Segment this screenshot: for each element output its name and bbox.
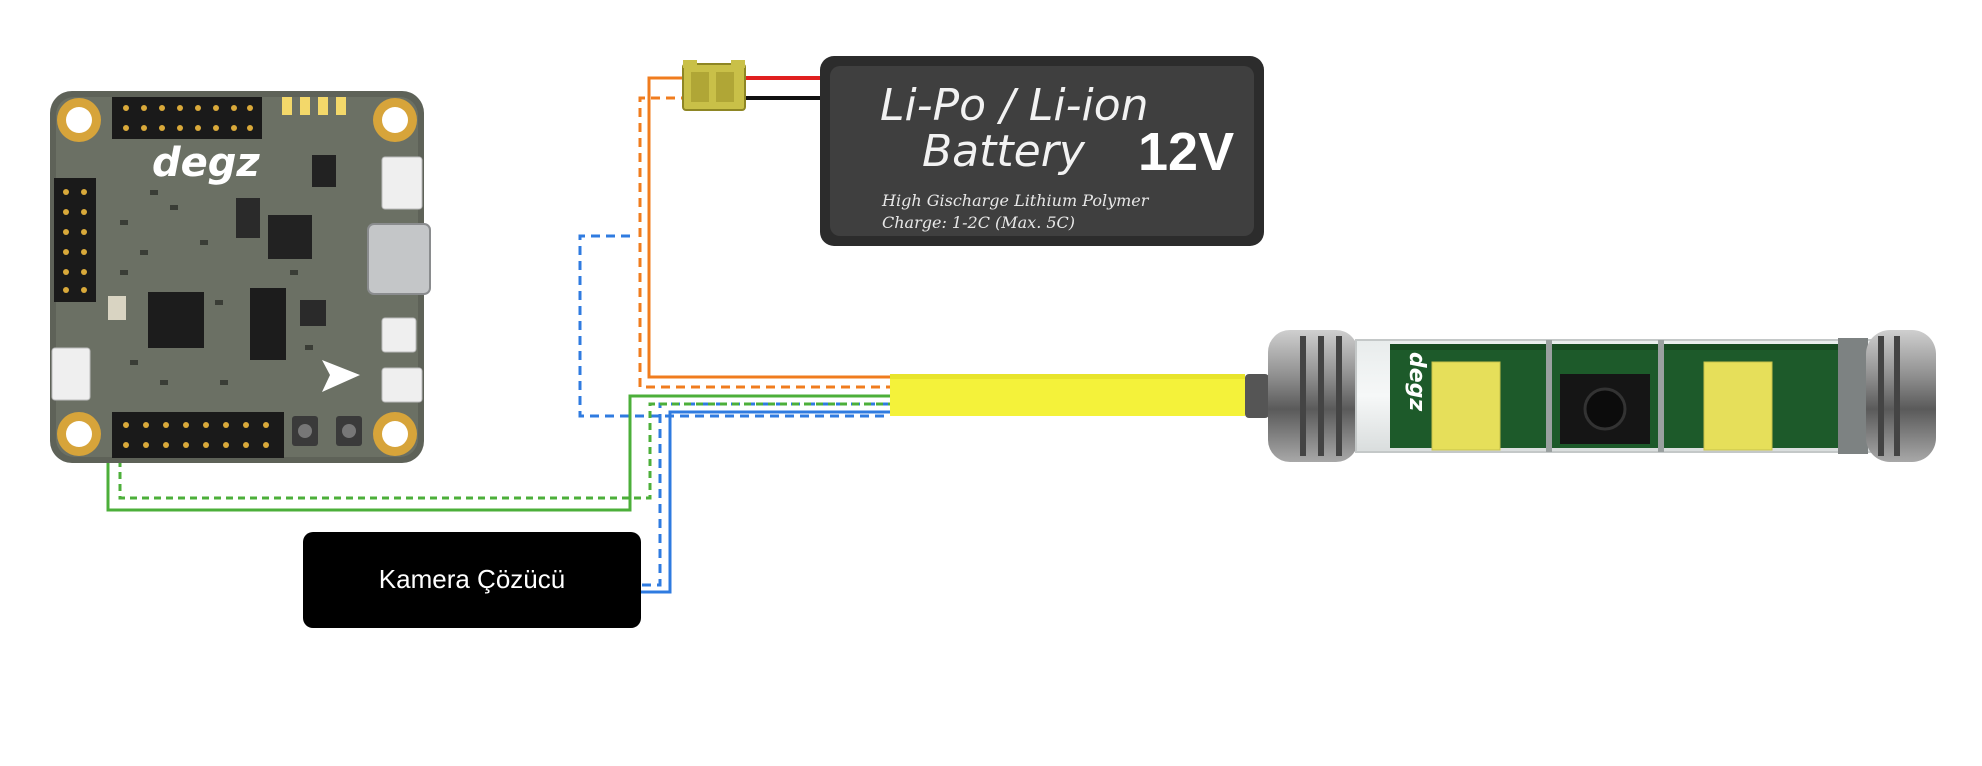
orange-power-wire (647, 76, 890, 379)
battery-title-line2: Battery (922, 126, 1086, 177)
left-pin-header (54, 178, 96, 302)
camera-pcb-logo: degz (1404, 352, 1429, 411)
blue-signal-wire (640, 410, 890, 594)
top-pin-header (112, 97, 262, 139)
green-wire-dashed (118, 402, 890, 500)
battery-spec-line1: High Gischarge Lithium Polymer (881, 191, 1150, 210)
camera-decoder-label: Kamera Çözücü (379, 564, 565, 594)
battery-spec-line2: Charge: 1-2C (Max. 5C) (882, 213, 1075, 232)
battery-pack: Li-Po / Li-ion Battery 12V High Gischarg… (820, 56, 1264, 246)
blue-signal-wire-dashed-2 (640, 402, 890, 587)
battery-title-line1: Li-Po / Li-ion (880, 80, 1149, 131)
led-panel-right (1703, 361, 1773, 451)
mounting-holes (57, 98, 417, 456)
camera-module: degz (1245, 330, 1936, 462)
bottom-pin-header (112, 412, 284, 458)
camera-decoder-box: Kamera Çözücü (303, 532, 641, 628)
blue-signal-wire-dashed (578, 234, 890, 418)
xt-connector (682, 60, 746, 111)
mcu-chip (148, 292, 204, 348)
usb-port (367, 223, 431, 295)
orientation-arrow-icon (322, 360, 360, 392)
board-logo: degz (152, 140, 260, 186)
led-panel-left (1431, 361, 1501, 451)
battery-voltage: 12V (1138, 122, 1234, 182)
yellow-tether-cable (890, 374, 1245, 416)
controller-board: degz (50, 91, 431, 463)
